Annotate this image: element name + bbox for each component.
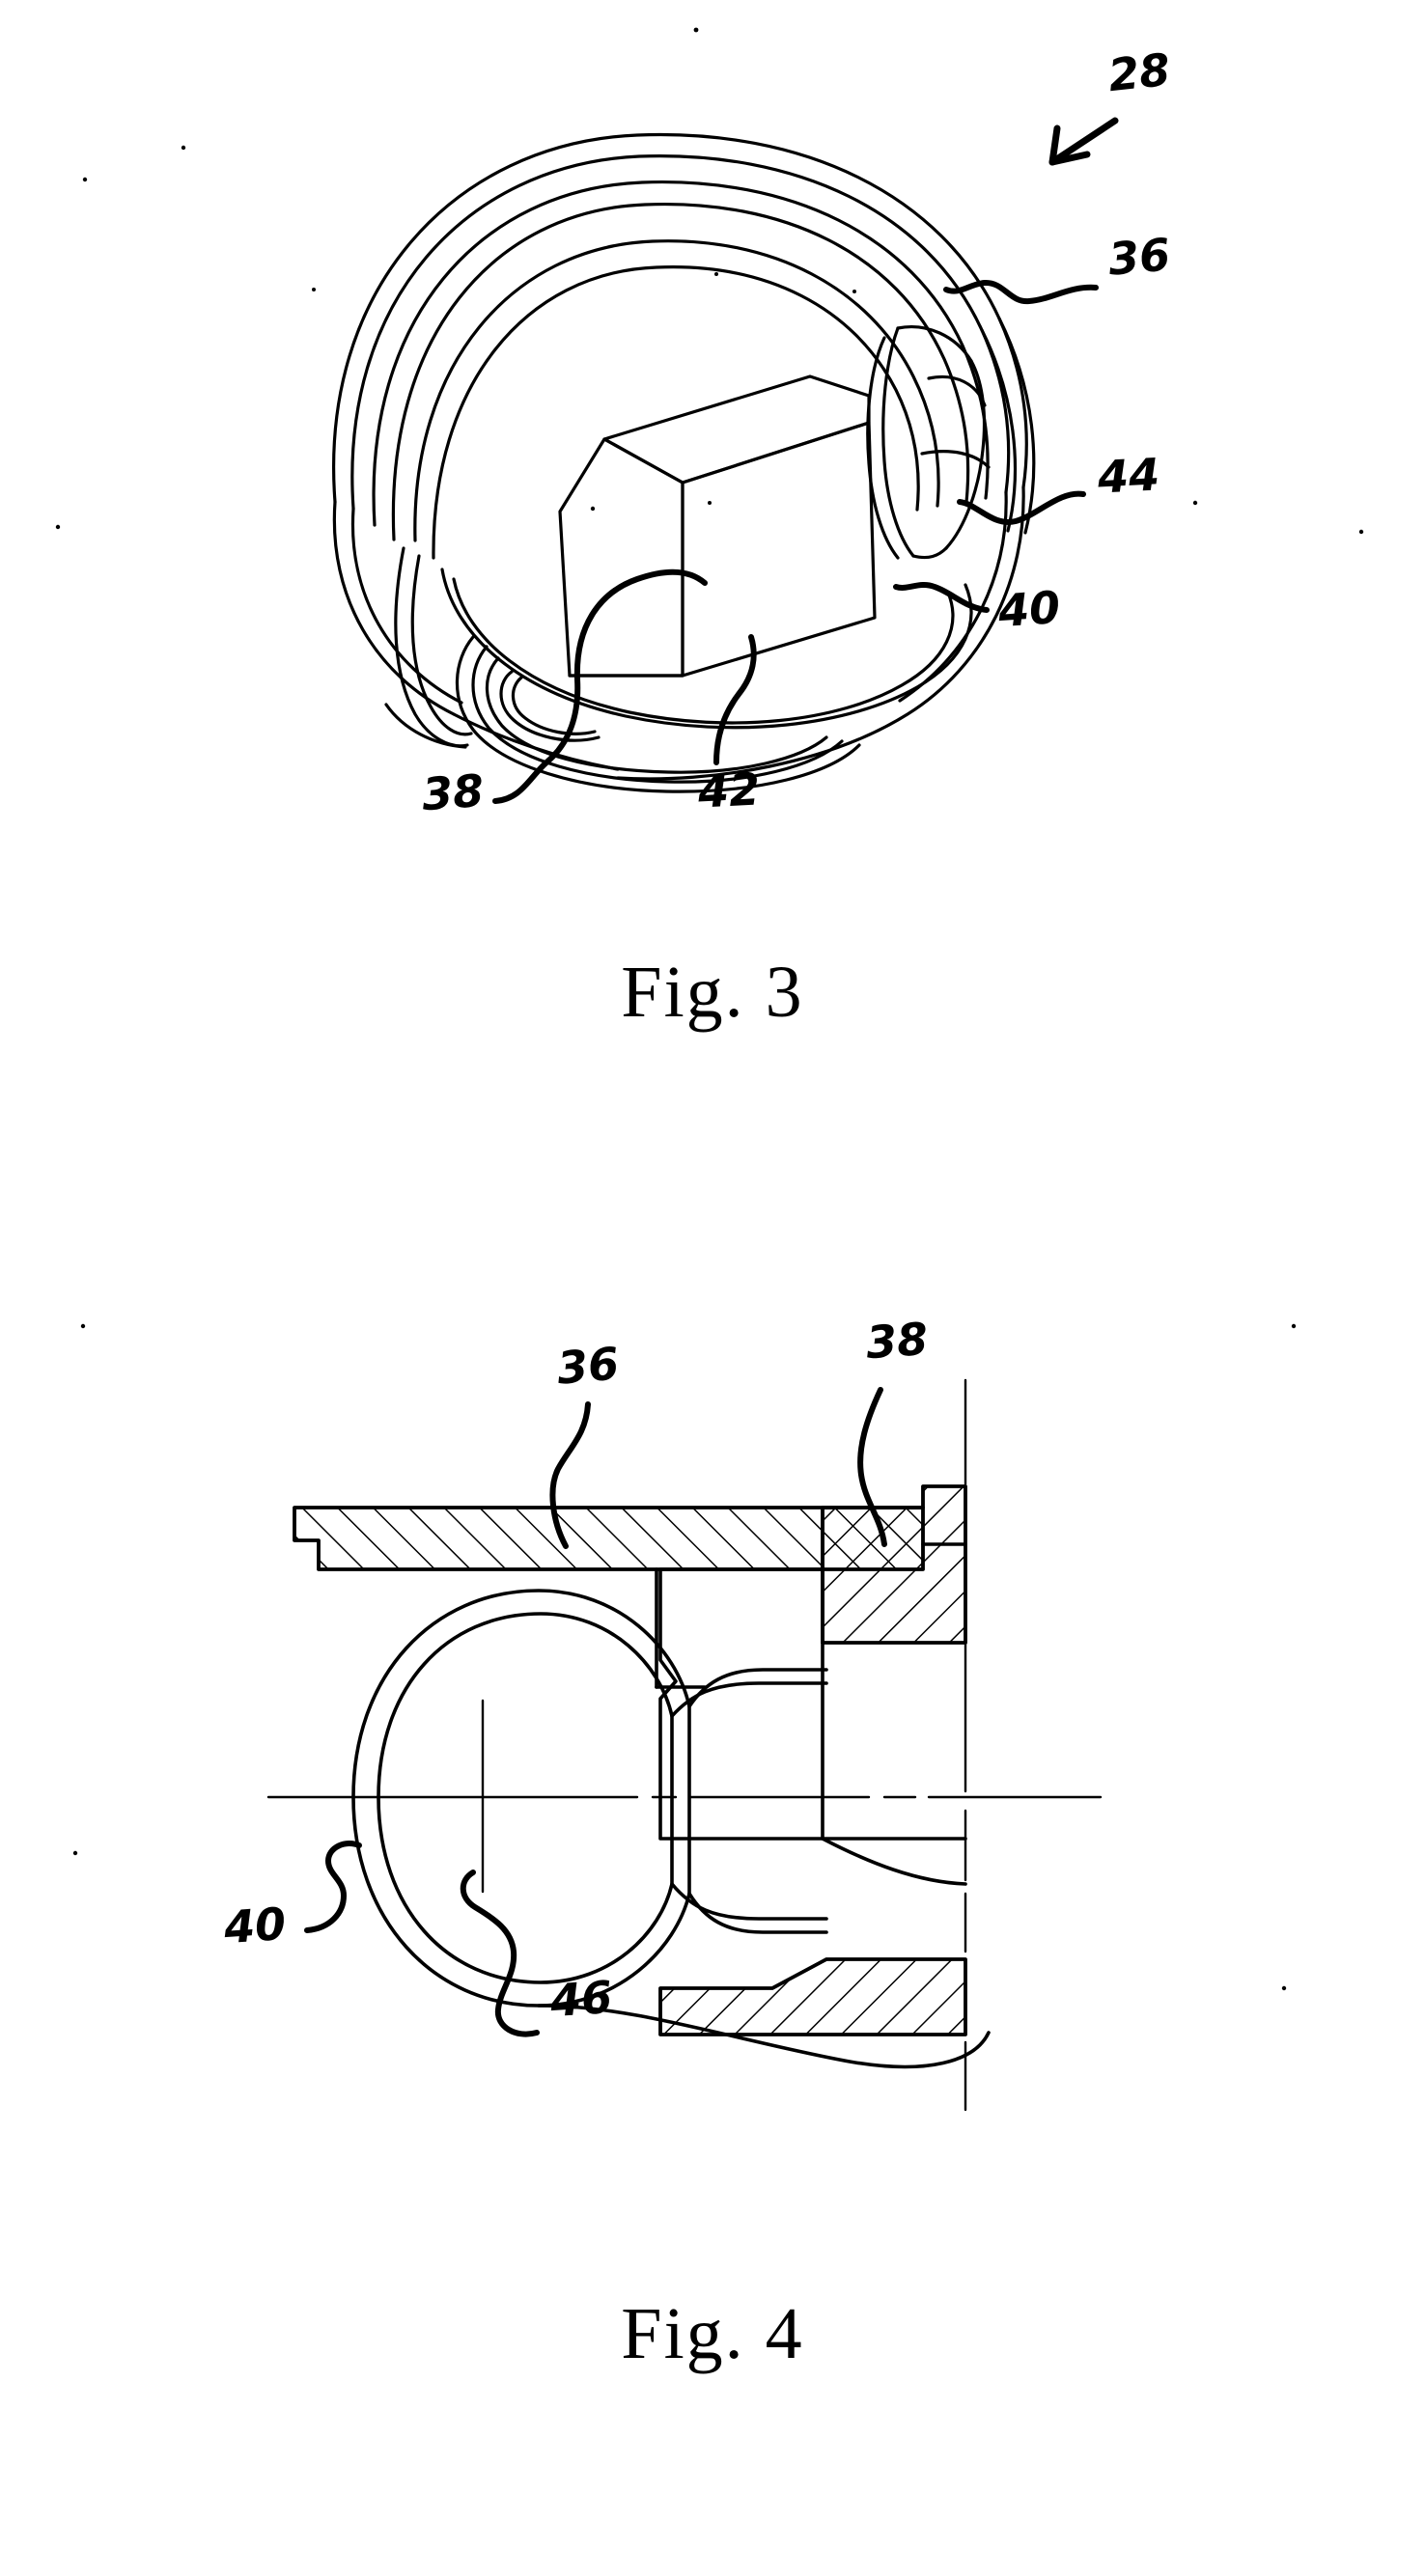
figure-4-caption: Fig. 4: [621, 2293, 804, 2374]
leader-40-fig3: [893, 582, 990, 613]
leader-46: [460, 1870, 540, 2037]
reference-numeral-38-fig4: 38: [864, 1312, 930, 1370]
inner-well-opening: [440, 568, 973, 730]
reference-numeral-42: 42: [696, 762, 762, 818]
leader-40-fig4: [304, 1841, 362, 1933]
leader-36-fig4: [549, 1401, 591, 1549]
leader-38-fig4: [857, 1387, 887, 1547]
right-boss: [866, 325, 991, 560]
leader-44: [957, 490, 1086, 525]
lower-bead-ring: [455, 635, 861, 793]
toner-specks: [55, 27, 1364, 1991]
reference-numeral-44: 44: [1096, 448, 1161, 504]
bead-profile: [351, 1589, 691, 2008]
left-flange-lip: [384, 546, 473, 749]
leader-36-fig3: [943, 280, 1099, 305]
lower-skirt: [537, 2004, 991, 2069]
lower-body: [658, 1957, 967, 2036]
dome-outer-rim: [332, 132, 1028, 541]
reference-numeral-40-fig3: 40: [996, 580, 1062, 638]
reference-numeral-38-fig3: 38: [420, 763, 486, 821]
dome-inner-shell: [413, 239, 940, 560]
leader-38-fig3: [492, 568, 708, 804]
right-taper: [821, 1837, 967, 1886]
reference-numeral-36-fig3: 36: [1105, 228, 1173, 286]
main-body-upper: [658, 1567, 824, 1841]
reference-numeral-36-fig4: 36: [554, 1337, 622, 1395]
center-lines: [266, 1378, 1103, 2112]
neck-transition: [670, 1668, 828, 1934]
leader-28: [1048, 117, 1119, 166]
reference-numeral-46: 46: [548, 1970, 614, 2028]
upper-right-block: [821, 1484, 967, 1645]
figure-3-caption: Fig. 3: [621, 952, 804, 1033]
reference-numeral-40-fig4: 40: [222, 1897, 288, 1954]
reference-numeral-28: 28: [1105, 42, 1173, 102]
leader-42: [713, 634, 757, 765]
right-outer-arc: [980, 317, 1036, 535]
